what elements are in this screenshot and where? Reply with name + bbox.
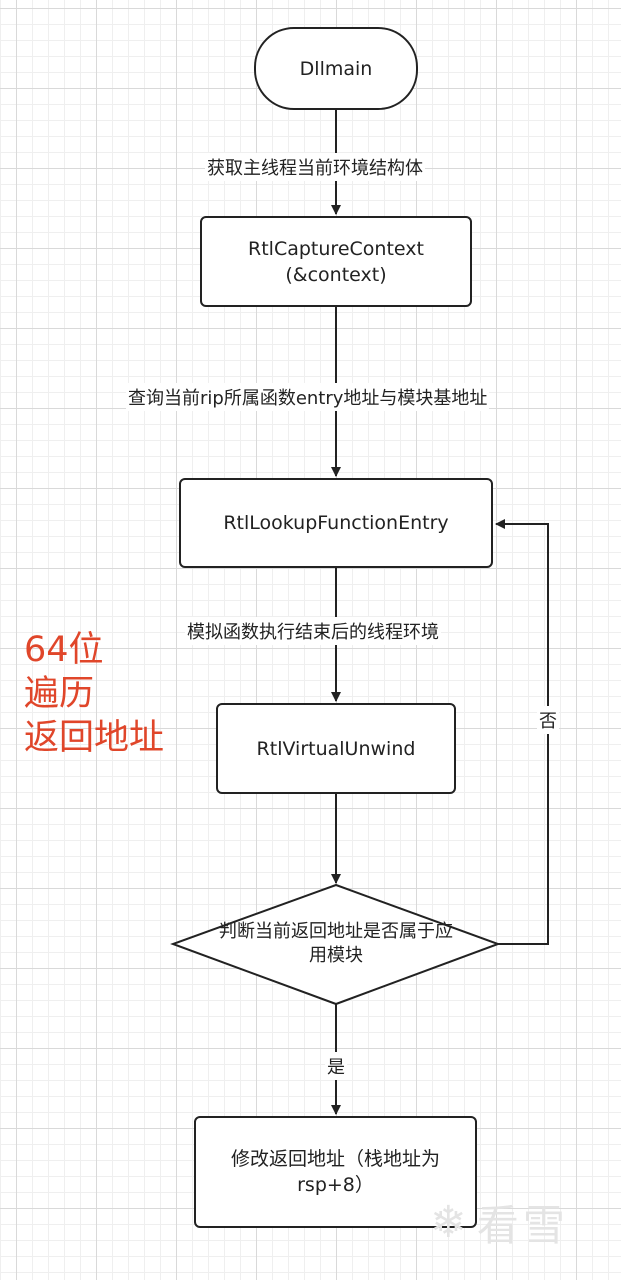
snowflake-icon: ❄ bbox=[430, 1197, 471, 1248]
start-node: Dllmain bbox=[254, 27, 418, 110]
watermark-text: 看雪 bbox=[476, 1201, 569, 1250]
side-note-line3: 返回地址 bbox=[24, 718, 165, 758]
start-label: Dllmain bbox=[299, 57, 373, 80]
virtual-unwind-node: RtlVirtualUnwind bbox=[216, 703, 456, 794]
side-note: 64位 遍历 返回地址 bbox=[24, 628, 164, 760]
decision-label-line1: 判断当前返回地址是否属于应 bbox=[219, 921, 453, 942]
capture-label-line2: (&context) bbox=[285, 263, 387, 286]
watermark: ❄ 看雪 bbox=[430, 1192, 569, 1253]
edge-decision-no bbox=[495, 519, 549, 945]
modify-return-address-node: 修改返回地址（栈地址为 rsp+8） bbox=[194, 1116, 477, 1228]
lookup-function-entry-node: RtlLookupFunctionEntry bbox=[179, 478, 493, 568]
edge-label-get-context: 获取主线程当前环境结构体 bbox=[205, 153, 425, 181]
capture-context-node: RtlCaptureContext (&context) bbox=[200, 216, 472, 307]
decision-label-line2: 用模块 bbox=[309, 945, 363, 966]
edge-label-query-rip: 查询当前rip所属函数entry地址与模块基地址 bbox=[126, 383, 490, 411]
modify-label-line1: 修改返回地址（栈地址为 bbox=[230, 1148, 440, 1170]
edge-label-no: 否 bbox=[537, 706, 559, 734]
modify-label-line2: rsp+8） bbox=[297, 1174, 374, 1196]
edge-label-simulate-end: 模拟函数执行结束后的线程环境 bbox=[185, 617, 441, 645]
capture-label-line1: RtlCaptureContext bbox=[248, 237, 424, 260]
unwind-label: RtlVirtualUnwind bbox=[256, 737, 416, 760]
edge-label-yes: 是 bbox=[325, 1052, 347, 1080]
lookup-label: RtlLookupFunctionEntry bbox=[223, 512, 449, 534]
side-note-line1: 64位 bbox=[24, 630, 104, 670]
side-note-line2: 遍历 bbox=[24, 674, 95, 714]
decision-label: 判断当前返回地址是否属于应 用模块 bbox=[183, 920, 489, 968]
